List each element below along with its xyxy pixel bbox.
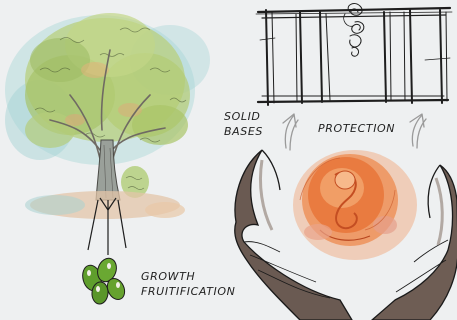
seeds-illustration <box>80 256 128 305</box>
building-frame-illustration <box>256 4 452 105</box>
protection-caption: PROTECTION <box>318 121 395 136</box>
growth-caption: GROWTH FRUITIFICATION <box>141 269 235 299</box>
fruitification-line: FRUITIFICATION <box>141 284 235 299</box>
growth-line: GROWTH <box>141 269 235 284</box>
solid-bases-line1: SOLID <box>224 109 284 124</box>
tree-illustration <box>5 13 210 255</box>
embryo-illustration <box>293 150 417 260</box>
solid-bases-caption: SOLID BASES <box>224 109 284 139</box>
solid-bases-line2: BASES <box>224 124 284 139</box>
